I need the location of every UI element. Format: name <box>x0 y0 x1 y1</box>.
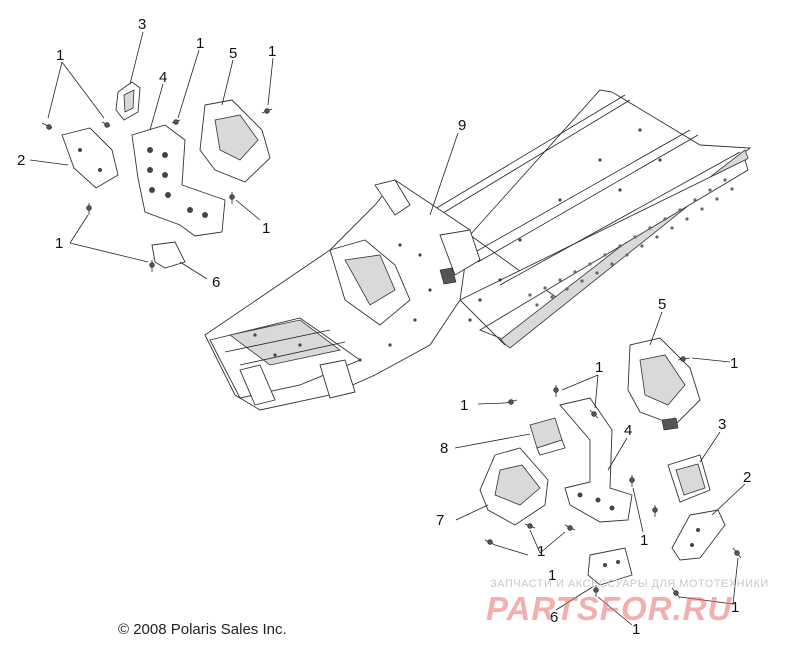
clip-6-upper <box>151 241 186 269</box>
watermark-brand: PARTSFOR.RU <box>486 590 733 627</box>
rivet-set-lower <box>484 356 742 599</box>
plate-2-lower <box>671 509 726 561</box>
callout-1: 1 <box>56 47 64 64</box>
callout-4: 4 <box>624 422 632 439</box>
callout-2: 2 <box>743 469 751 486</box>
callout-4: 4 <box>159 69 167 86</box>
callout-3: 3 <box>138 16 146 33</box>
callout-1: 1 <box>730 355 738 372</box>
callout-9: 9 <box>458 117 466 134</box>
callout-1: 1 <box>55 235 63 252</box>
callout-5: 5 <box>229 45 237 62</box>
callout-6: 6 <box>550 609 558 626</box>
callout-6: 6 <box>212 274 220 291</box>
shield-5-upper <box>199 99 271 183</box>
plate-4-upper <box>131 124 226 237</box>
callout-1: 1 <box>268 43 276 60</box>
bracket-3-lower <box>667 454 711 503</box>
leader-lines-upper <box>29 31 459 280</box>
watermark-tagline: ЗАПЧАСТИ И АКСЕССУАРЫ ДЛЯ МОТОТЕХНИКИ <box>490 578 769 590</box>
plate-2-upper <box>61 127 119 189</box>
bracket-3-upper <box>115 81 141 121</box>
callout-1: 1 <box>196 35 204 52</box>
callout-1: 1 <box>548 567 556 584</box>
callout-1: 1 <box>460 397 468 414</box>
callout-1: 1 <box>537 543 545 560</box>
callout-1: 1 <box>731 599 739 616</box>
callout-1: 1 <box>640 532 648 549</box>
callout-labels: 1 3 1 5 1 4 2 9 1 1 6 5 1 1 1 4 3 8 2 7 … <box>17 16 751 638</box>
callout-1: 1 <box>595 359 603 376</box>
callout-3: 3 <box>718 416 726 433</box>
callout-8: 8 <box>440 440 448 457</box>
callout-1: 1 <box>632 621 640 638</box>
rivet-set-upper <box>41 108 273 272</box>
callout-7: 7 <box>436 512 444 529</box>
leader-lines-lower <box>454 311 746 626</box>
clip-6-lower <box>587 547 633 586</box>
block-8-lower <box>529 417 566 456</box>
plate-4-lower <box>559 397 633 523</box>
callout-2: 2 <box>17 152 25 169</box>
callout-1: 1 <box>262 220 270 237</box>
shield-5-lower <box>627 337 701 431</box>
copyright-text: © 2008 Polaris Sales Inc. <box>118 621 287 638</box>
shield-7-lower <box>479 447 549 526</box>
callout-5: 5 <box>658 296 666 313</box>
chassis-tunnel <box>204 89 752 411</box>
